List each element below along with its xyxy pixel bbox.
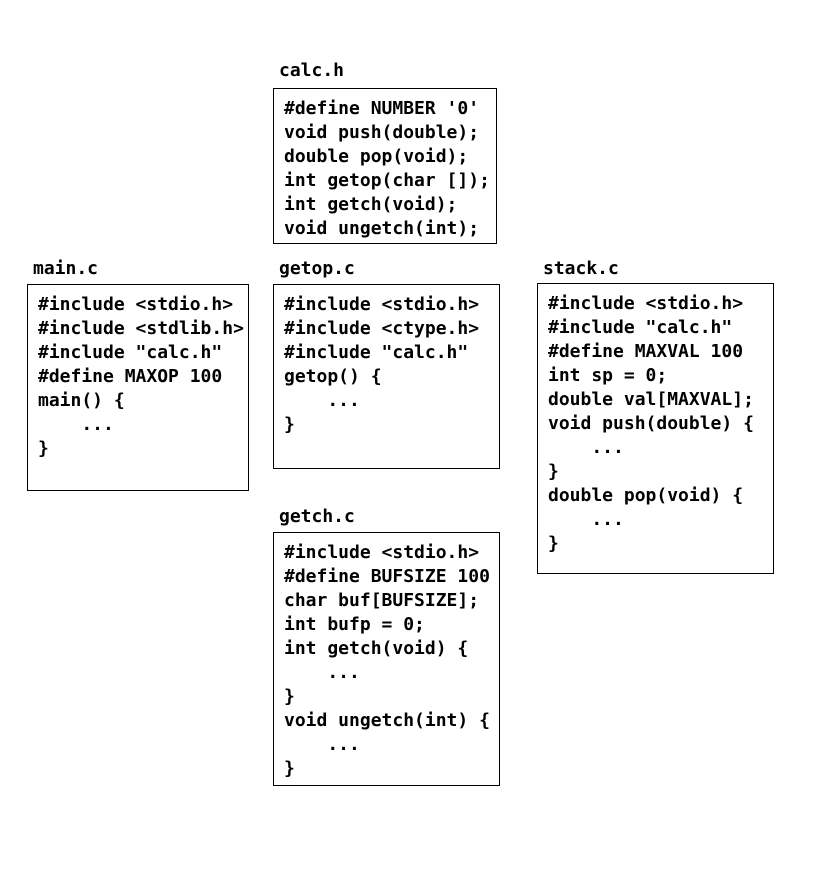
file-title-calc-h: calc.h	[279, 60, 345, 81]
file-code-box-main-c: #include <stdio.h> #include <stdlib.h> #…	[27, 284, 249, 491]
file-title-stack-c: stack.c	[543, 258, 619, 279]
file-title-getch-c: getch.c	[279, 506, 355, 527]
file-code-box-getch-c: #include <stdio.h> #define BUFSIZE 100 c…	[273, 532, 500, 786]
file-code-box-stack-c: #include <stdio.h> #include "calc.h" #de…	[537, 283, 774, 574]
file-code-box-calc-h: #define NUMBER '0' void push(double); do…	[273, 88, 497, 244]
file-code-box-getop-c: #include <stdio.h> #include <ctype.h> #i…	[273, 284, 500, 469]
file-title-getop-c: getop.c	[279, 258, 355, 279]
file-title-main-c: main.c	[33, 258, 99, 279]
